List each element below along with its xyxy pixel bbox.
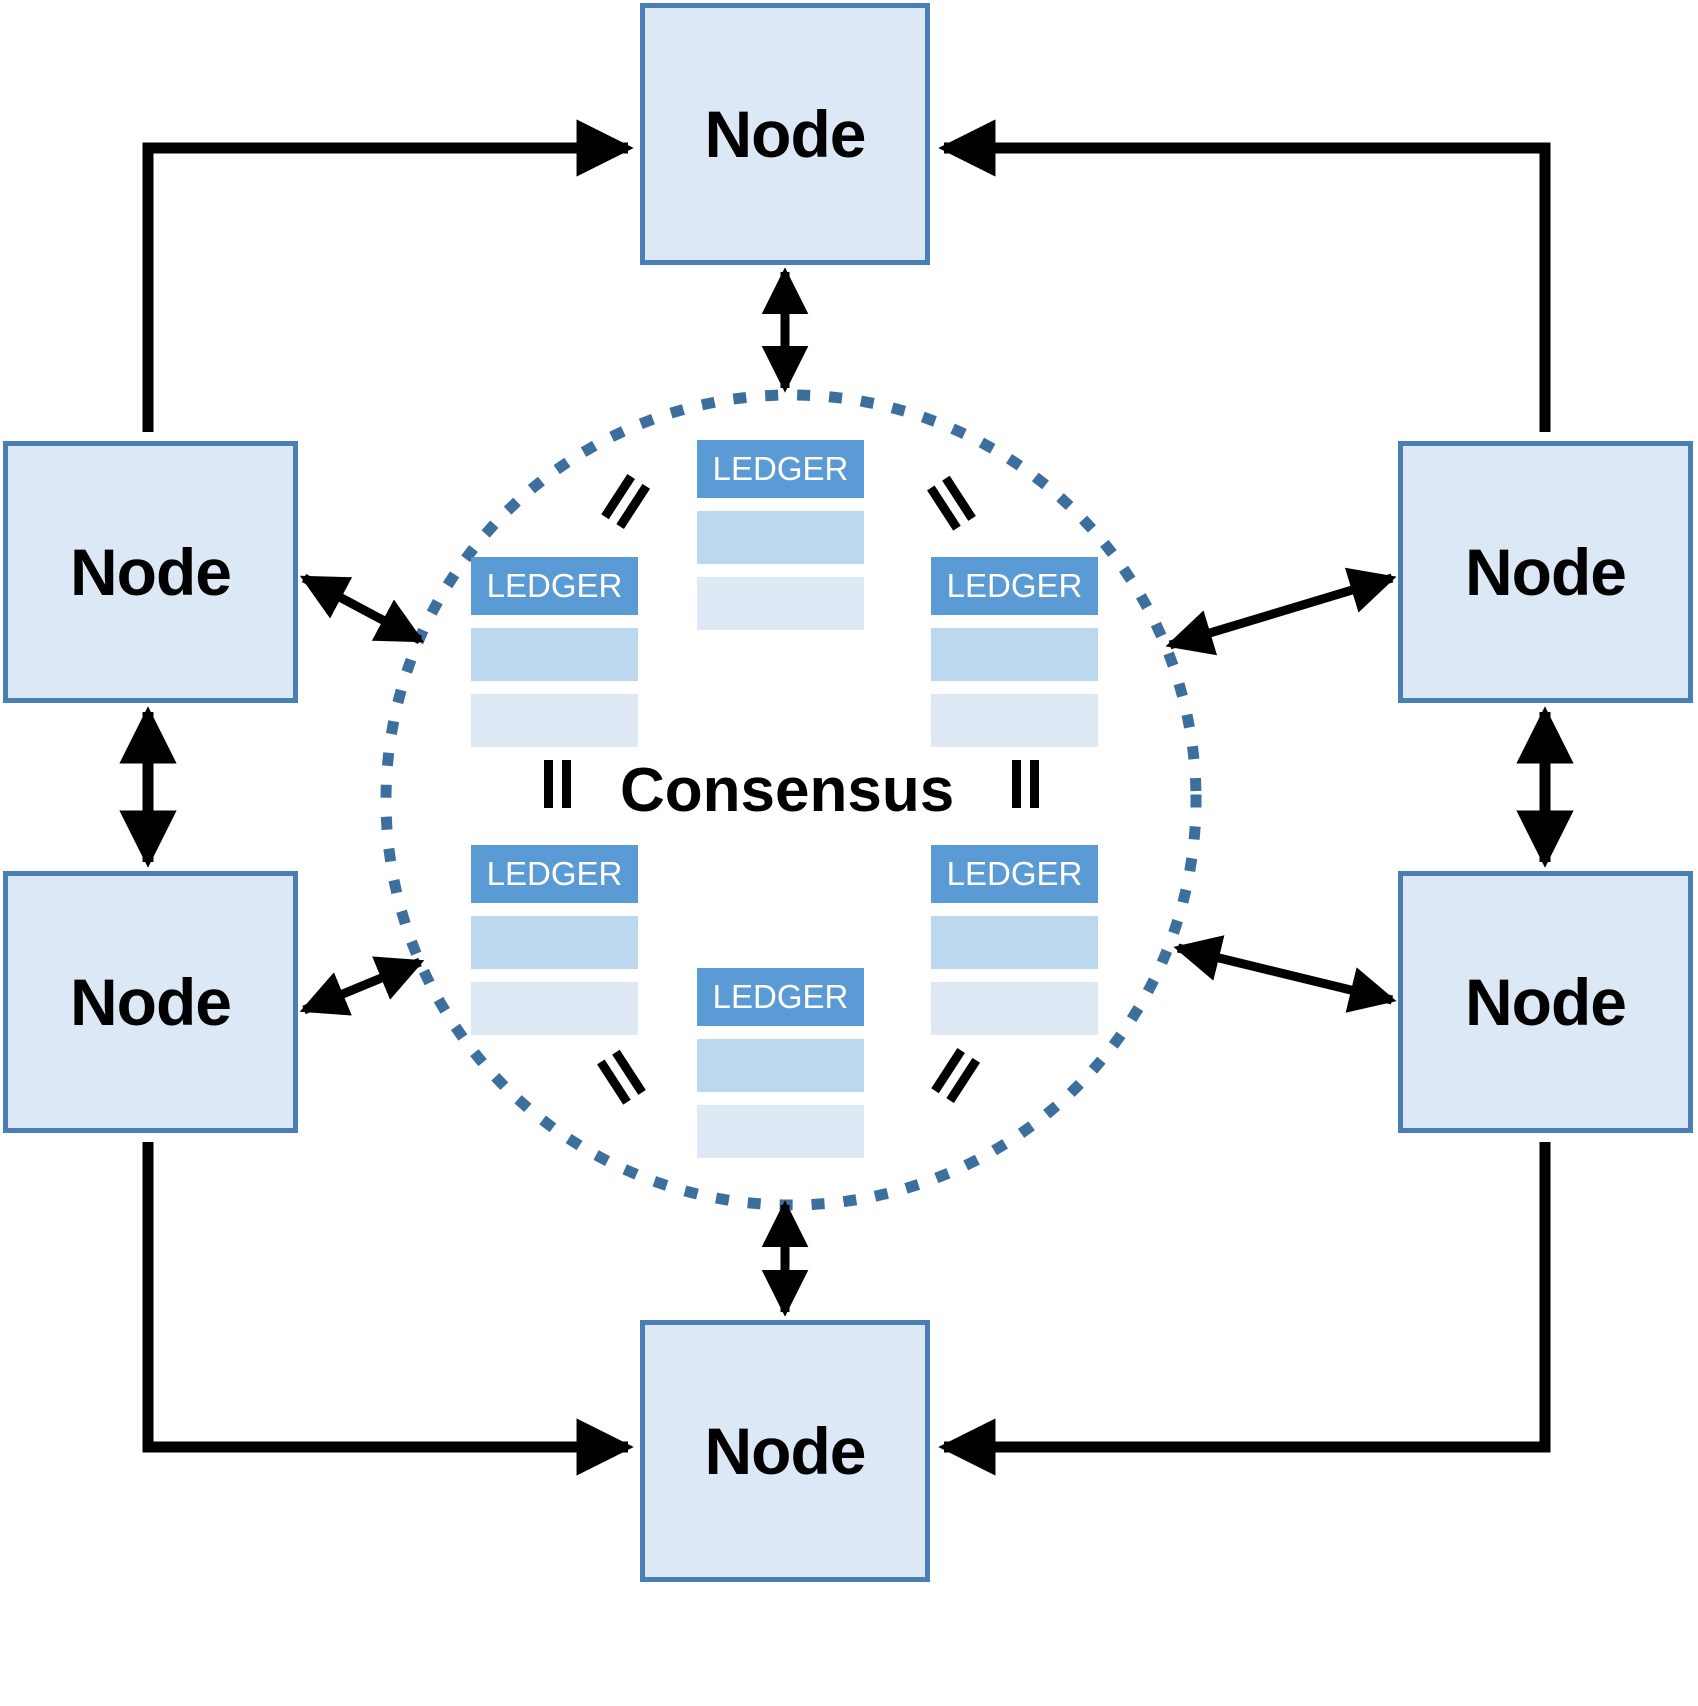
ledger-block-row (697, 1039, 864, 1092)
ledger-upper-left[interactable]: LEDGER (471, 557, 638, 747)
ledger-lower-right[interactable]: LEDGER (931, 845, 1098, 1035)
node-label: Node (704, 97, 867, 171)
ledger-block-row (931, 982, 1098, 1035)
ledger-block-row (931, 628, 1098, 681)
node-bottom[interactable]: Node (640, 1320, 930, 1582)
node-label: Node (1465, 965, 1627, 1039)
arrow-right-upper-to-top (938, 119, 1551, 432)
ledger-block-row (697, 577, 864, 630)
equals-mid-left-icon (532, 760, 578, 808)
ledger-header: LEDGER (697, 968, 864, 1026)
node-right-lower[interactable]: Node (1398, 871, 1693, 1133)
arrow-right-lower-to-circle (1173, 935, 1397, 1013)
node-left-upper[interactable]: Node (3, 441, 298, 703)
equals-mid-right-icon (1000, 760, 1046, 808)
ledger-block-row (471, 694, 638, 747)
node-right-upper[interactable]: Node (1398, 441, 1693, 703)
arrow-right-upper-to-circle (1165, 567, 1397, 656)
ledger-header: LEDGER (931, 845, 1098, 903)
ledger-bottom[interactable]: LEDGER (697, 968, 864, 1158)
ledger-block-row (471, 628, 638, 681)
arrow-left-upper-to-top (142, 119, 634, 432)
arrow-left-upper-to-circle (299, 574, 425, 644)
ledger-block-row (697, 1105, 864, 1158)
ledger-block-row (471, 916, 638, 969)
node-left-lower[interactable]: Node (3, 871, 298, 1133)
node-label: Node (1465, 535, 1627, 609)
ledger-header: LEDGER (697, 440, 864, 498)
node-label: Node (704, 1414, 867, 1488)
ledger-header: LEDGER (471, 557, 638, 615)
consensus-label: Consensus (620, 756, 955, 825)
ledger-header: LEDGER (471, 845, 638, 903)
node-label: Node (70, 535, 232, 609)
ledger-block-row (931, 694, 1098, 747)
node-label: Node (70, 965, 232, 1039)
ledger-block-row (471, 982, 638, 1035)
ledger-top[interactable]: LEDGER (697, 440, 864, 630)
ledger-block-row (697, 511, 864, 564)
ledger-upper-right[interactable]: LEDGER (931, 557, 1098, 747)
arrow-right-lower-to-bottom (938, 1142, 1551, 1476)
node-top[interactable]: Node (640, 3, 930, 265)
ledger-header: LEDGER (931, 557, 1098, 615)
ledger-block-row (931, 916, 1098, 969)
arrow-left-lower-to-bottom (142, 1142, 634, 1476)
ledger-lower-left[interactable]: LEDGER (471, 845, 638, 1035)
arrow-left-lower-to-circle (299, 956, 425, 1016)
